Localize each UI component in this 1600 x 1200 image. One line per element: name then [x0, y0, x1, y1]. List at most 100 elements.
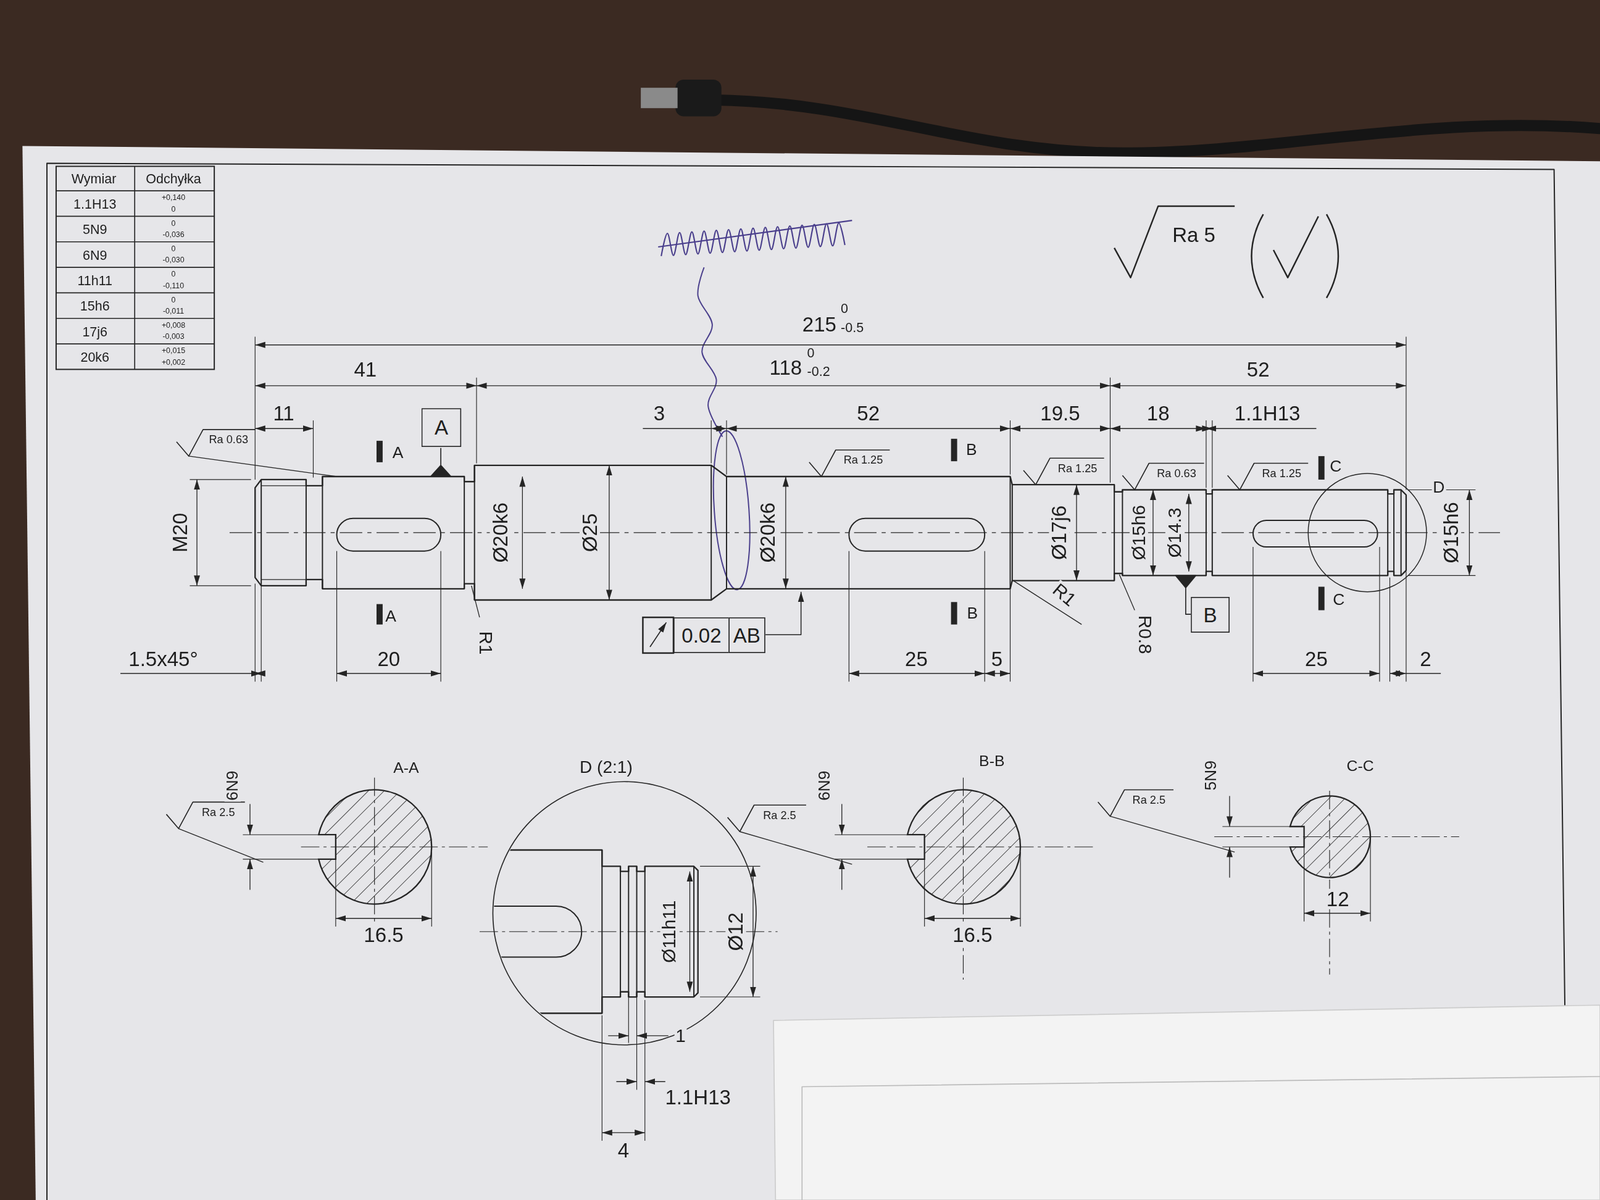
- extension-line: [335, 859, 336, 927]
- dimension-text: 6N9: [224, 769, 241, 802]
- dimension-text: 1: [674, 1026, 688, 1046]
- usb-plug: [675, 79, 721, 117]
- dimension-text: M20: [169, 511, 190, 554]
- dimension-line: [1188, 493, 1189, 572]
- dimension-text: 19.5: [1039, 403, 1082, 424]
- table-line: [56, 190, 215, 192]
- dimension-line: [254, 344, 1407, 346]
- dimension-line: [522, 476, 523, 589]
- section-cut-mark: [1318, 456, 1325, 480]
- extension-line: [254, 583, 256, 683]
- dimension-text: 25: [903, 648, 929, 670]
- dimension-line: [616, 1081, 637, 1083]
- datum-box: A: [421, 408, 462, 447]
- section-letter: D: [1432, 479, 1446, 496]
- usb-cable: [714, 100, 1600, 154]
- dimension-line: [637, 1035, 669, 1036]
- extension-line: [242, 834, 336, 836]
- dimension-line: [601, 1132, 645, 1133]
- roughness-value: Ra 5: [1171, 224, 1217, 246]
- dimension-text: 52: [856, 403, 881, 424]
- dimension-text: 52: [1245, 359, 1271, 380]
- dimension-text: Ø14.3: [1165, 506, 1184, 559]
- dimension-line: [1253, 672, 1380, 674]
- roughness-symbol: [1114, 206, 1235, 278]
- tolerance-symbol-cell: [642, 617, 674, 654]
- table-line: [56, 292, 215, 294]
- dimension-line: [1389, 672, 1406, 674]
- roughness-leader: [188, 456, 338, 477]
- center-line: [1329, 790, 1330, 975]
- dimension-line: [984, 672, 1010, 674]
- dimension-line: [1304, 912, 1371, 914]
- pen-strike: [658, 220, 852, 247]
- node-text: B: [1203, 604, 1218, 625]
- runout-symbol: [650, 622, 667, 647]
- extension-line: [1222, 846, 1304, 847]
- dimension-text: 0: [806, 346, 816, 360]
- drawing: [56, 166, 1500, 1141]
- usb-plug-tip: [640, 87, 678, 109]
- extension-line: [336, 551, 338, 683]
- roughness-value: Ra 0.63: [1155, 467, 1197, 480]
- dimension-text: R0.8: [1135, 614, 1155, 655]
- table-cell: +0,140: [160, 193, 187, 202]
- extension-line: [431, 851, 433, 927]
- radius-leader: [1119, 574, 1135, 611]
- shoulder-edge: [1393, 489, 1395, 576]
- dimension-line: [1206, 428, 1213, 430]
- roughness-symbol: [1273, 216, 1319, 278]
- extension-line: [1405, 571, 1407, 683]
- extension-line: [1109, 377, 1111, 483]
- dimension-line: [841, 804, 842, 836]
- section-cut-mark: [951, 601, 958, 625]
- roughness-value: Ra 0.63: [208, 433, 250, 446]
- section-letter: A: [384, 608, 398, 625]
- table-cell: -0,036: [161, 230, 186, 239]
- table-cell: 0: [170, 219, 177, 228]
- dimension-line: [120, 672, 255, 674]
- dimension-text: 6N9: [816, 769, 833, 802]
- roughness-value: Ra 1.25: [1261, 467, 1303, 480]
- dimension-line: [1212, 428, 1317, 430]
- keyway-slot: [848, 518, 985, 552]
- roughness-value: Ra 2.5: [1131, 794, 1167, 806]
- roughness-value: Ra 2.5: [200, 806, 236, 818]
- section-cut-mark: [951, 438, 958, 462]
- extension-line: [848, 551, 850, 683]
- detail-circle: [492, 781, 756, 1045]
- section-ground: [1290, 795, 1371, 878]
- dimension-line: [1229, 795, 1230, 827]
- dimension-line: [1110, 428, 1207, 430]
- dimension-text: 5N9: [1203, 759, 1220, 792]
- extension-line: [644, 1000, 646, 1141]
- dimension-text: 2: [1418, 648, 1433, 670]
- second-sheet: [773, 1004, 1600, 1200]
- table-cell: 0: [170, 270, 177, 278]
- table-cell: 17j6: [81, 325, 109, 339]
- thread-line: [261, 579, 307, 580]
- roughness-leader: [178, 828, 263, 863]
- table-cell: +0,008: [160, 321, 187, 330]
- node-text: A: [434, 417, 449, 438]
- pen-oval: [708, 429, 755, 591]
- roughness-symbol: [809, 450, 891, 477]
- table-frame: [56, 166, 215, 370]
- keyway-slot: [1253, 520, 1378, 547]
- dimension-text: -0.5: [839, 320, 865, 334]
- table-line: [56, 317, 215, 320]
- dimension-text: Ø25: [579, 512, 600, 554]
- table-cell: -0,110: [161, 282, 186, 290]
- dimension-text: 11: [272, 403, 296, 424]
- table-cell: 15h6: [79, 299, 111, 313]
- dimension-text: 1.1H13: [664, 1087, 733, 1108]
- detail-circle: [1308, 473, 1427, 592]
- tolerance-frame-cell: AB: [727, 617, 766, 654]
- dimension-text: 16.5: [362, 924, 405, 946]
- table-cell: -0,030: [161, 256, 186, 264]
- dimension-text: 1.1H13: [1233, 403, 1302, 424]
- section-letter: B: [966, 604, 980, 621]
- extension-line: [834, 858, 925, 860]
- datum-triangle: [430, 465, 452, 477]
